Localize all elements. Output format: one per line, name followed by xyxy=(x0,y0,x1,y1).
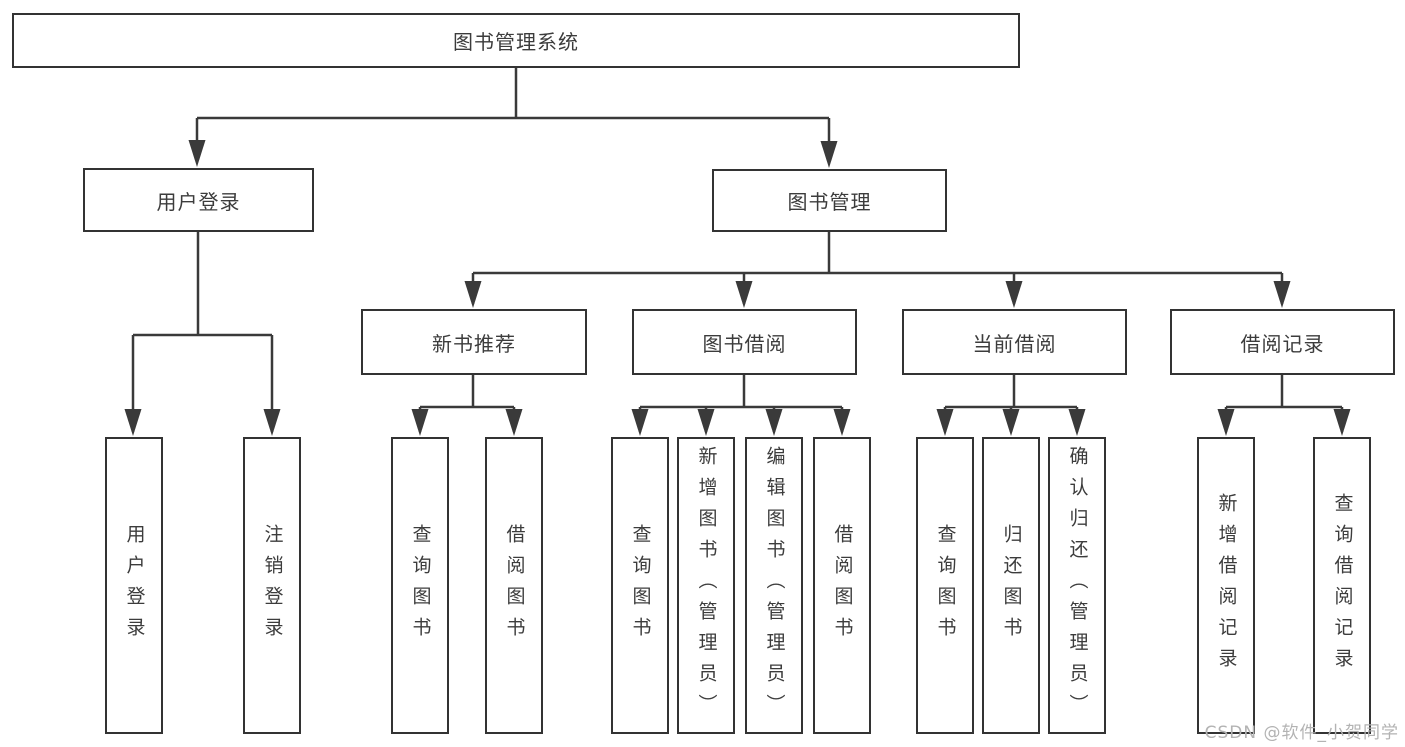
csdn-watermark: CSDN @软件_小贺同学 xyxy=(1204,723,1399,743)
leaf-borrow-books-borrowing-label: 借阅图书 xyxy=(831,523,854,648)
node-user-login-label: 用户登录 xyxy=(156,189,241,214)
node-current-borrowing: 当前借阅 xyxy=(902,309,1127,375)
leaf-borrow-books-recommend: 借阅图书 xyxy=(485,437,543,734)
leaf-add-borrow-record-label: 新增借阅记录 xyxy=(1215,492,1238,679)
leaf-query-borrow-record-label: 查询借阅记录 xyxy=(1331,492,1354,679)
leaf-query-borrow-record: 查询借阅记录 xyxy=(1313,437,1371,734)
leaf-query-books-current-label: 查询图书 xyxy=(934,523,957,648)
leaf-logout: 注销登录 xyxy=(243,437,301,734)
leaf-edit-book-admin: 编辑图书（管理员） xyxy=(745,437,803,734)
connector-new-book-to-leaves xyxy=(418,375,516,432)
leaf-add-borrow-record: 新增借阅记录 xyxy=(1197,437,1255,734)
node-borrowing-records-label: 借阅记录 xyxy=(1240,331,1325,356)
node-user-login: 用户登录 xyxy=(83,168,314,232)
leaf-confirm-return-admin-label: 确认归还（管理员） xyxy=(1066,446,1089,725)
leaf-return-book: 归还图书 xyxy=(982,437,1040,734)
connector-book-borrow-to-leaves xyxy=(638,375,844,432)
leaf-user-login-label: 用户登录 xyxy=(123,523,146,648)
leaf-query-books-recommend: 查询图书 xyxy=(391,437,449,734)
node-book-borrowing-label: 图书借阅 xyxy=(702,331,787,356)
node-root-system-label: 图书管理系统 xyxy=(453,30,579,54)
leaf-logout-label: 注销登录 xyxy=(261,523,284,648)
node-new-book-recommend-label: 新书推荐 xyxy=(432,331,516,356)
connector-user-login-to-leaves xyxy=(131,232,274,432)
leaf-add-book-admin-label: 新增图书（管理员） xyxy=(695,446,718,725)
node-root-system: 图书管理系统 xyxy=(12,13,1020,68)
leaf-edit-book-admin-label: 编辑图书（管理员） xyxy=(763,446,786,725)
connector-borrow-records-to-leaves xyxy=(1224,375,1344,432)
leaf-query-books-recommend-label: 查询图书 xyxy=(409,523,432,648)
leaf-return-book-label: 归还图书 xyxy=(1000,523,1023,648)
connector-book-management-to-level3 xyxy=(471,232,1284,304)
leaf-add-book-admin: 新增图书（管理员） xyxy=(677,437,735,734)
leaf-confirm-return-admin: 确认归还（管理员） xyxy=(1048,437,1106,734)
leaf-borrow-books-borrowing: 借阅图书 xyxy=(813,437,871,734)
node-book-management-label: 图书管理 xyxy=(787,190,872,214)
leaf-query-books-borrowing-label: 查询图书 xyxy=(629,523,652,648)
connector-root-to-level2 xyxy=(195,68,831,163)
node-new-book-recommend: 新书推荐 xyxy=(361,309,587,375)
leaf-borrow-books-recommend-label: 借阅图书 xyxy=(503,523,526,648)
connector-current-borrow-to-leaves xyxy=(943,375,1079,432)
node-borrowing-records: 借阅记录 xyxy=(1170,309,1395,375)
node-current-borrowing-label: 当前借阅 xyxy=(972,331,1057,356)
leaf-user-login: 用户登录 xyxy=(105,437,163,734)
node-book-management: 图书管理 xyxy=(712,169,947,232)
leaf-query-books-borrowing: 查询图书 xyxy=(611,437,669,734)
node-book-borrowing: 图书借阅 xyxy=(632,309,857,375)
leaf-query-books-current: 查询图书 xyxy=(916,437,974,734)
